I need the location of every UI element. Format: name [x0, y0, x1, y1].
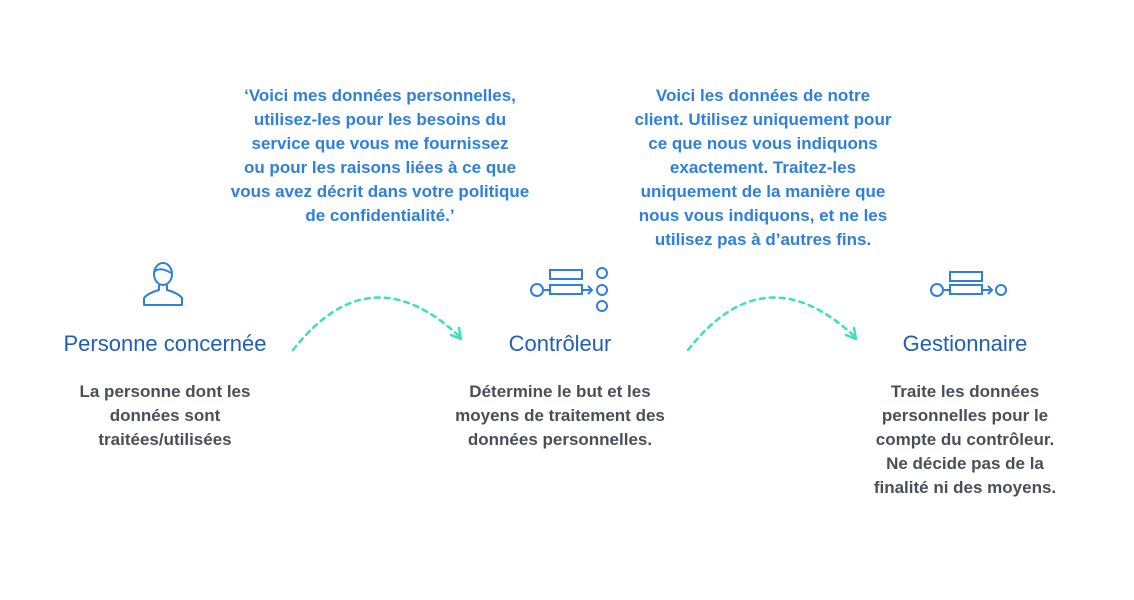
role-title-processor: Gestionnaire	[902, 331, 1028, 356]
arrow-controller-to-processor	[686, 296, 858, 352]
processor-flow-icon	[930, 271, 1007, 297]
role-description-processor: Traite les données personnelles pour le …	[873, 382, 1057, 497]
data-subject-quote: ‘Voici mes données personnelles, utilise…	[230, 86, 530, 225]
arrow-subject-to-controller	[291, 296, 463, 352]
person-icon	[143, 262, 183, 306]
role-description-data-subject: La personne dont les données sont traité…	[79, 382, 251, 449]
controller-flow-icon	[530, 267, 608, 312]
role-description-controller: Détermine le but et les moyens de traite…	[455, 382, 665, 449]
role-title-controller: Contrôleur	[508, 331, 612, 356]
role-title-data-subject: Personne concernée	[63, 331, 267, 356]
controller-quote: Voici les données de notre client. Utili…	[634, 86, 892, 249]
